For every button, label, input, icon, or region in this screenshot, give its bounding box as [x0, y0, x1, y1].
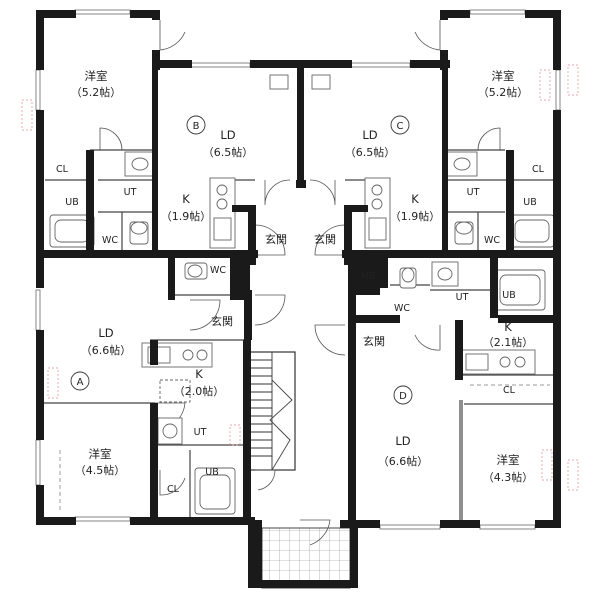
room-c-ld-name: LD [362, 128, 377, 142]
room-c-k-name: K [411, 192, 419, 206]
label-wc-d: WC [394, 303, 410, 314]
label-genkan-c: 玄関 [314, 232, 336, 246]
label-wc-b: WC [102, 235, 118, 246]
room-b-k-size: （1.9帖） [161, 210, 212, 223]
room-d-k-name: K [504, 320, 512, 334]
label-genkan-d: 玄関 [363, 334, 385, 348]
label-ut-a: UT [194, 427, 207, 438]
fixtures [49, 74, 555, 515]
walls [36, 10, 561, 588]
label-ut-b: UT [124, 187, 137, 198]
room-d-ld-name: LD [395, 434, 410, 448]
label-cl-a: CL [167, 484, 180, 495]
room-b-western-name: 洋室 [85, 69, 108, 83]
room-a-ld-size: （6.6帖） [81, 344, 132, 357]
room-c-western-size: （5.2帖） [478, 86, 529, 99]
room-d-ld-size: （6.6帖） [378, 455, 429, 468]
svg-text:C: C [397, 121, 404, 132]
unit-marker-c: C [390, 115, 410, 135]
label-ub-d: UB [502, 290, 515, 301]
room-a-western-name: 洋室 [89, 447, 112, 461]
label-ub-b: UB [65, 197, 78, 208]
room-b-ld-size: （6.5帖） [203, 146, 254, 159]
label-ub-c: UB [523, 197, 536, 208]
room-b-ld-name: LD [220, 128, 235, 142]
label-wc-a: WC [210, 265, 226, 276]
label-wc-c: WC [484, 235, 500, 246]
closet-hatch [59, 384, 550, 510]
room-c-k-size: （1.9帖） [390, 210, 441, 223]
svg-text:A: A [77, 377, 84, 388]
room-a-k-name: K [195, 367, 203, 381]
entrance-tiles [261, 527, 351, 589]
label-mb: MB [361, 271, 376, 282]
unit-marker-d: D [393, 385, 413, 405]
room-b-k-name: K [182, 192, 190, 206]
svg-text:B: B [193, 121, 200, 132]
label-ut-c: UT [467, 187, 480, 198]
room-labels: 洋室 （5.2帖） 洋室 （5.2帖） LD （6.5帖） LD （6.5帖） … [71, 69, 534, 484]
staircase [249, 351, 296, 471]
label-ub-a: UB [205, 467, 218, 478]
unit-marker-b: B [186, 115, 206, 135]
label-genkan-a: 玄関 [211, 314, 233, 328]
label-cl-d: CL [503, 385, 516, 396]
window-grilles [21, 64, 579, 491]
label-ut-d: UT [456, 292, 469, 303]
room-c-western-name: 洋室 [492, 69, 515, 83]
room-a-k-size: （2.0帖） [174, 385, 225, 398]
partition-lines [40, 149, 555, 525]
unit-marker-a: A [70, 371, 90, 391]
room-c-ld-size: （6.5帖） [345, 146, 396, 159]
room-d-western-size: （4.3帖） [483, 471, 534, 484]
room-a-ld-name: LD [98, 326, 113, 340]
label-cl-c: CL [532, 164, 545, 175]
room-b-western-size: （5.2帖） [71, 86, 122, 99]
small-labels: CL CL CL CL UT UT UT UT UB UB UB UB WC W… [56, 164, 545, 495]
label-genkan-b: 玄関 [265, 232, 287, 246]
label-cl-b: CL [56, 164, 69, 175]
room-a-western-size: （4.5帖） [75, 464, 126, 477]
room-d-k-size: （2.1帖） [483, 336, 534, 349]
room-d-western-name: 洋室 [497, 453, 520, 467]
svg-text:D: D [399, 391, 407, 402]
